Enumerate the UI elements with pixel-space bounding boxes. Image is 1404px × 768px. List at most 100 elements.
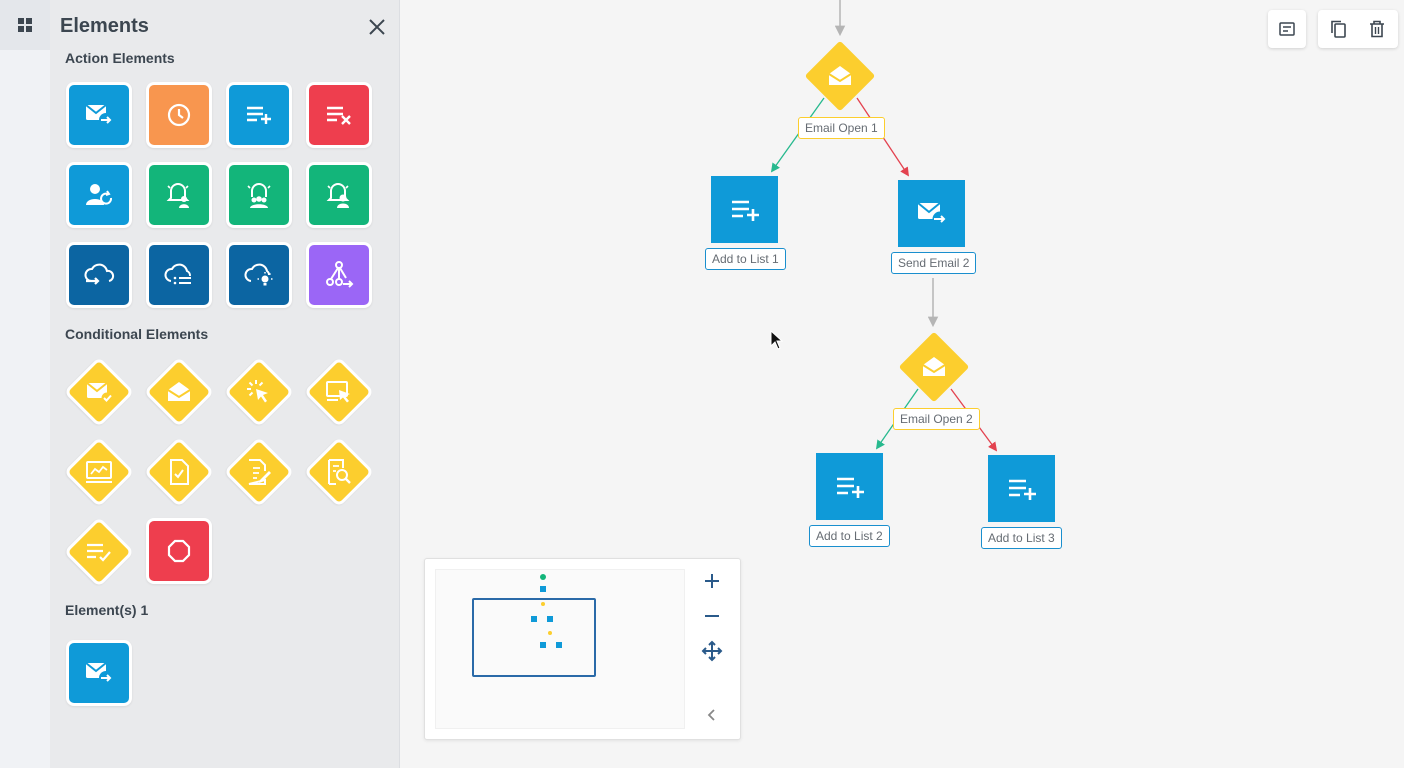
update-contact-element[interactable]: [66, 162, 132, 228]
email-open-icon: [828, 66, 852, 85]
cloud-list-element[interactable]: [146, 242, 212, 308]
remove-from-list-icon: [327, 106, 351, 125]
minimap-viewport[interactable]: [472, 598, 596, 677]
send-email-icon: [85, 104, 113, 127]
link-click-icon: [247, 380, 268, 403]
close-icon: [369, 19, 385, 35]
split-path-element[interactable]: [306, 242, 372, 308]
zoom-out-button[interactable]: [701, 605, 723, 627]
left-rail: [0, 0, 51, 768]
mouse-cursor-icon: [770, 330, 784, 350]
custom-send-email-element[interactable]: [66, 640, 132, 706]
add-to-list-icon: [1008, 479, 1036, 500]
minimap: [424, 558, 741, 740]
cloud-upload-icon: [84, 263, 115, 285]
form-submitted-icon: [170, 459, 189, 485]
elements-tab[interactable]: [0, 0, 50, 50]
document-search-element[interactable]: [301, 434, 377, 510]
node-actions-toolbar: [1318, 10, 1398, 48]
send-email-2-node[interactable]: [898, 180, 965, 247]
section-title-conditional: Conditional Elements: [65, 326, 209, 342]
cloud-list-icon: [164, 263, 191, 285]
document-search-icon: [328, 459, 351, 485]
minimap-node: [540, 574, 546, 580]
send-email-2-label[interactable]: Send Email 2: [891, 252, 977, 274]
email-delivered-element[interactable]: [61, 354, 137, 430]
cloud-upload-element[interactable]: [66, 242, 132, 308]
wait-clock-icon: [167, 103, 191, 127]
panel-title: Elements: [60, 15, 149, 37]
add-to-list-1-label[interactable]: Add to List 1: [705, 248, 786, 270]
email-open-1-label[interactable]: Email Open 1: [798, 117, 885, 139]
email-open-1-node[interactable]: [804, 40, 876, 112]
zoom-in-icon: [705, 574, 719, 588]
flow-canvas[interactable]: Email Open 1 Add to List 1 Send Email 2 …: [400, 0, 1404, 768]
add-to-list-element[interactable]: [226, 82, 292, 148]
list-check-icon: [87, 543, 111, 562]
add-to-list-3-node[interactable]: [988, 455, 1055, 522]
email-open-icon: [922, 357, 946, 376]
notify-user-element[interactable]: [146, 162, 212, 228]
send-email-icon: [85, 662, 113, 685]
add-to-list-icon: [731, 200, 759, 221]
list-check-element[interactable]: [61, 514, 137, 590]
add-to-list-3-label[interactable]: Add to List 3: [981, 527, 1062, 549]
update-contact-icon: [86, 184, 113, 205]
wait-element[interactable]: [146, 82, 212, 148]
notify-contact-icon: [326, 183, 350, 208]
minimap-node: [556, 642, 562, 648]
add-to-list-2-node[interactable]: [816, 453, 883, 520]
elements-panel: Elements Action Elements: [50, 0, 400, 768]
delete-button[interactable]: [1367, 19, 1387, 39]
stop-icon: [167, 539, 191, 563]
page-visit-element[interactable]: [301, 354, 377, 430]
website-activity-element[interactable]: [61, 434, 137, 510]
move-button[interactable]: [701, 640, 723, 662]
form-edit-icon: [248, 459, 271, 485]
notify-contact-element[interactable]: [306, 162, 372, 228]
minimap-node: [541, 602, 545, 606]
add-to-list-icon: [247, 106, 271, 124]
email-delivered-icon: [86, 382, 113, 404]
add-to-list-2-label[interactable]: Add to List 2: [809, 525, 890, 547]
add-to-list-icon: [836, 477, 864, 498]
cloud-idea-icon: [244, 263, 273, 286]
zoom-out-icon: [705, 615, 719, 617]
minimap-node: [548, 631, 552, 635]
send-email-icon: [916, 201, 947, 226]
section-title-custom: Element(s) 1: [65, 602, 149, 618]
add-to-list-1-node[interactable]: [711, 176, 778, 243]
minimap-node: [531, 616, 537, 622]
notify-team-element[interactable]: [226, 162, 292, 228]
remove-from-list-element[interactable]: [306, 82, 372, 148]
minimap-node: [540, 642, 546, 648]
section-title-action: Action Elements: [65, 50, 175, 66]
move-icon: [701, 640, 723, 662]
notify-team-icon: [247, 183, 271, 208]
email-open-2-label[interactable]: Email Open 2: [893, 408, 980, 430]
link-click-element[interactable]: [221, 354, 297, 430]
email-open-2-node[interactable]: [898, 331, 970, 403]
notify-user-icon: [166, 183, 190, 208]
send-email-element[interactable]: [66, 82, 132, 148]
delete-icon: [1370, 20, 1384, 38]
form-edit-element[interactable]: [221, 434, 297, 510]
card-view-icon: [1279, 22, 1295, 36]
card-view-button[interactable]: [1268, 10, 1306, 48]
cloud-idea-element[interactable]: [226, 242, 292, 308]
stop-element[interactable]: [146, 518, 212, 584]
email-open-icon: [167, 382, 191, 401]
website-activity-icon: [86, 461, 112, 483]
collapse-minimap-button[interactable]: [701, 704, 723, 726]
copy-icon: [1331, 20, 1346, 38]
minimap-node: [547, 616, 553, 622]
form-submitted-element[interactable]: [141, 434, 217, 510]
minimap-node: [540, 586, 546, 592]
page-visit-icon: [326, 381, 350, 403]
copy-button[interactable]: [1328, 19, 1348, 39]
close-panel-button[interactable]: [366, 16, 388, 38]
minimap-area[interactable]: [435, 569, 685, 729]
email-open-element[interactable]: [141, 354, 217, 430]
grid-icon: [18, 18, 32, 32]
zoom-in-button[interactable]: [701, 570, 723, 592]
